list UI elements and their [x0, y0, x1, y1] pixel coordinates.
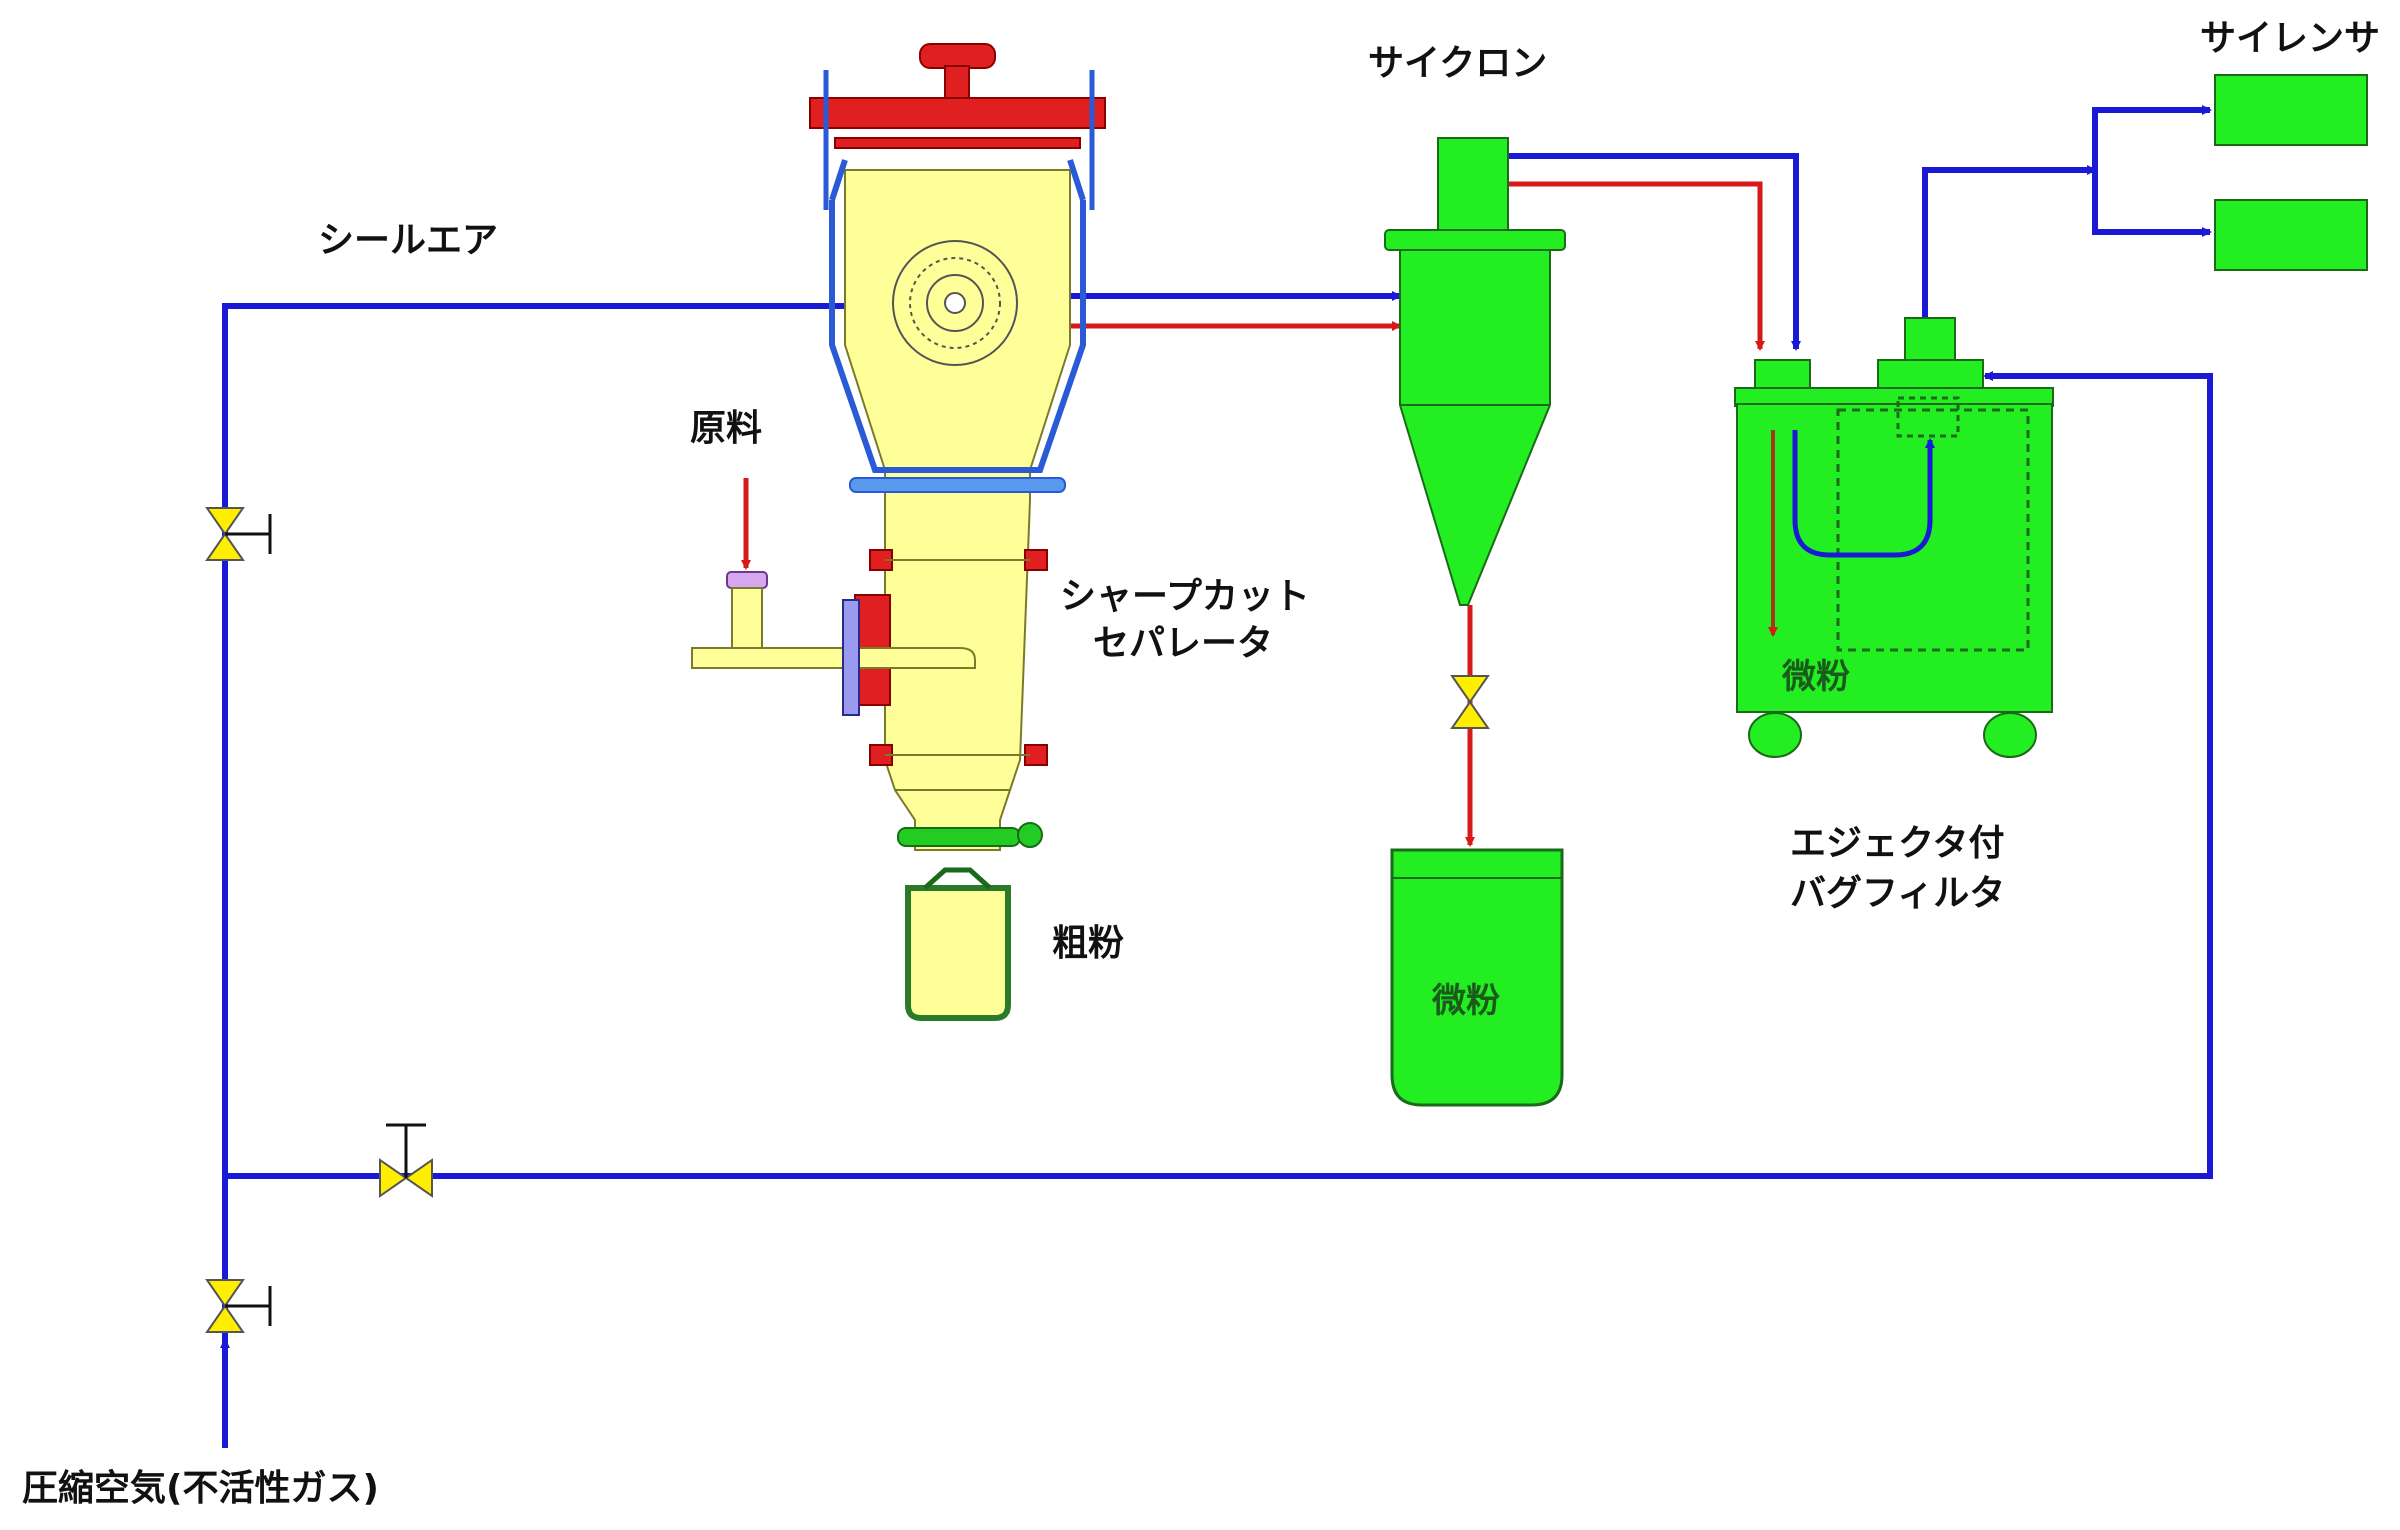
bagfilter-wheel-right: [1983, 712, 2037, 758]
separator-upper-shell: [829, 200, 1086, 473]
cyclone-body: [1399, 249, 1551, 606]
cyclone-outlet-tube: [1437, 137, 1509, 234]
compressed-air-label: 圧縮空気(不活性ガス): [22, 1468, 379, 1509]
seal-air-label: シールエア: [318, 220, 498, 261]
lid-to-shell-right: [1067, 159, 1086, 201]
bagfilter-inlet-stub: [1754, 359, 1811, 391]
clamp-knob: [1017, 822, 1043, 848]
valve-lower[interactable]: [205, 1279, 272, 1333]
lid-lower-plate: [834, 137, 1081, 149]
cyclone-to-bagfilter-product: [1508, 181, 1765, 351]
fine-powder-container: 微粉: [1390, 848, 1564, 1107]
mid-flange: [849, 477, 1066, 493]
silencer-branch-upper: [2092, 105, 2212, 170]
valve-upper[interactable]: [205, 507, 272, 561]
compressed-air-main-line: [222, 301, 897, 1448]
lid-handle-knob: [919, 43, 996, 69]
sharp-cut-separator: [691, 43, 1106, 1021]
feed-port-flange: [842, 599, 860, 716]
silencer-branch-lower: [2092, 170, 2212, 237]
lid-plate: [809, 97, 1106, 129]
classifier-rotor-inner: [926, 274, 984, 332]
bagfilter-wheel-left: [1748, 712, 1802, 758]
bagfilter-ejector-base: [1877, 359, 1984, 391]
bypass-line: [225, 371, 2213, 1179]
air-piping: [220, 105, 2213, 1448]
coarse-container-neck: [923, 867, 992, 890]
bagfilter-ejector-top: [1904, 317, 1956, 364]
bagfilter-body: [1736, 403, 2053, 713]
bag-filter-label-2: バグフィルタ: [1790, 873, 2005, 914]
bagfilter-fine-powder-label: 微粉: [1781, 657, 1850, 697]
bagfilter-inner-dashed: [1836, 408, 2030, 652]
bagfilter-ejector-dashed: [1896, 396, 1960, 438]
raw-material-feed-nozzle: [691, 571, 976, 716]
coarse-powder-container: [905, 885, 1011, 1021]
lid-to-shell-left: [829, 159, 848, 201]
feed-horizontal-pipe: [691, 647, 976, 669]
silencer-lower: [2214, 199, 2368, 271]
valve-bypass[interactable]: [379, 1123, 433, 1198]
sharp-cut-separator-label-2: セパレータ: [1093, 623, 1273, 664]
classifier-rotor-hub: [944, 292, 966, 314]
bottom-clamp-ring: [897, 827, 1021, 847]
bagfilter-u-flow: [1792, 430, 1935, 558]
classifier-rotor-ring: [909, 257, 1001, 349]
silencer-upper: [2214, 74, 2368, 146]
bag-filter: 微粉: [1734, 317, 2054, 758]
silencer-label: サイレンサ: [2200, 18, 2380, 59]
cyclone-label: サイクロン: [1368, 43, 1547, 84]
bagfilter-to-silencer-air: [1922, 165, 2097, 320]
fine-powder-container-label: 微粉: [1431, 981, 1500, 1021]
coarse-powder-label: 粗粉: [1052, 923, 1124, 964]
raw-material-label: 原料: [690, 408, 762, 449]
feed-inlet-pipe: [731, 587, 763, 649]
sharp-cut-separator-label-1: シャープカット: [1060, 576, 1310, 617]
cyclone: [1384, 137, 1566, 606]
feed-inlet-cap: [726, 571, 768, 589]
cyclone-top-flange: [1384, 229, 1566, 251]
valve-cyclone-discharge[interactable]: [1450, 675, 1490, 729]
cyclone-to-bagfilter-air: [1505, 153, 1801, 351]
bag-filter-label-1: エジェクタ付: [1790, 823, 2005, 864]
